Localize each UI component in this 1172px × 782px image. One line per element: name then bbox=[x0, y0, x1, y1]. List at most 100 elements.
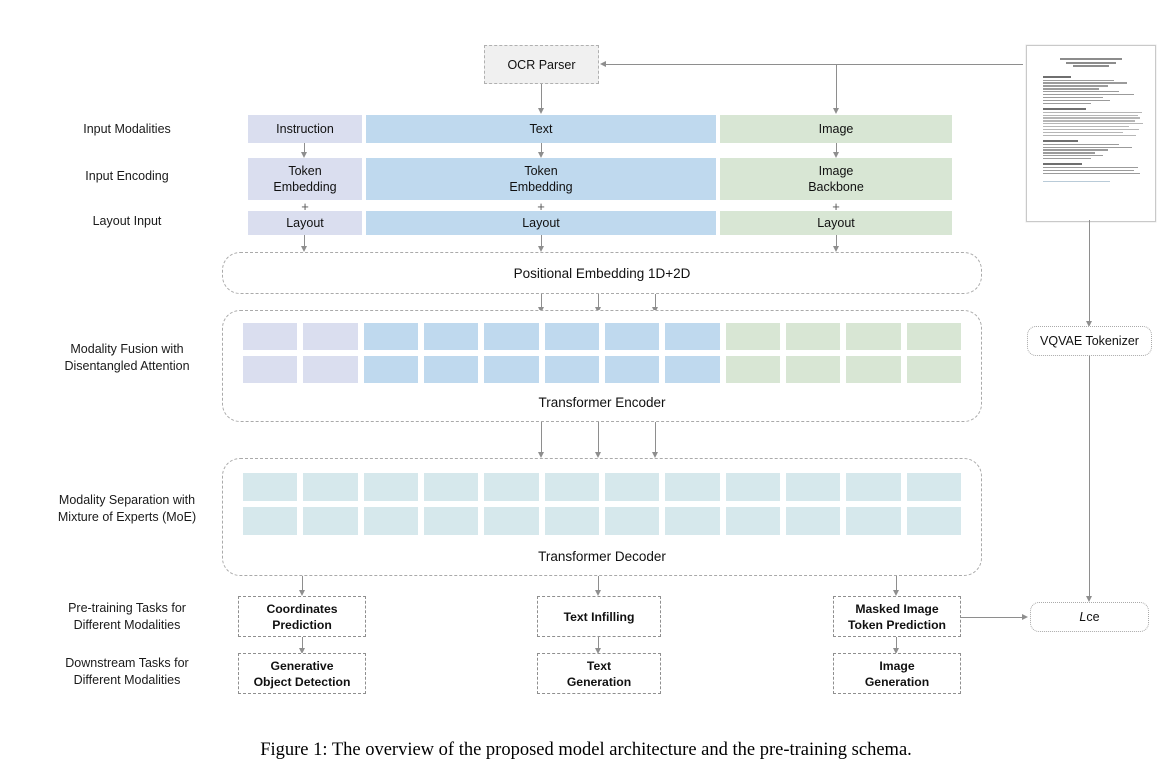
bar-layout-text[interactable]: Layout bbox=[366, 211, 716, 235]
arrowhead-masked-to-imagegen bbox=[892, 648, 899, 654]
arrow-ocr-to-text bbox=[541, 84, 543, 109]
transformer-decoder-label: Transformer Decoder bbox=[538, 548, 666, 564]
arrowhead-encoder-to-decoder-3 bbox=[651, 452, 658, 458]
positional-embedding-box[interactable]: Positional Embedding 1D+2D bbox=[222, 252, 982, 294]
token-cell bbox=[846, 356, 901, 383]
arrow-encoder-to-decoder-3 bbox=[655, 422, 657, 454]
arrow-vqvae-to-loss bbox=[1089, 356, 1091, 598]
token-cell bbox=[906, 356, 961, 383]
bar-modality-image[interactable]: Image bbox=[720, 115, 952, 143]
token-cell bbox=[605, 356, 660, 383]
token-cell bbox=[906, 323, 961, 350]
token-cell bbox=[665, 323, 720, 350]
token-cell bbox=[243, 356, 298, 383]
token-cell bbox=[243, 323, 298, 350]
arrowhead-encoder-to-decoder-1 bbox=[537, 452, 544, 458]
arrow-image-to-encoding bbox=[836, 143, 838, 154]
arrow-coordinates-to-objdet bbox=[302, 637, 304, 650]
token-cell bbox=[725, 507, 780, 535]
token-cell bbox=[846, 323, 901, 350]
transformer-encoder-box[interactable]: Transformer Encoder bbox=[222, 310, 982, 422]
token-cell bbox=[243, 473, 298, 501]
encoder-token-grid bbox=[223, 311, 981, 383]
arrowhead-document-to-image bbox=[832, 108, 839, 114]
decoder-token-grid bbox=[223, 463, 981, 537]
token-cell bbox=[303, 507, 358, 535]
arrow-encoder-to-decoder-1 bbox=[541, 422, 543, 454]
token-cell bbox=[786, 507, 841, 535]
token-cell bbox=[906, 507, 961, 535]
row-label-layout-input: Layout Input bbox=[92, 214, 162, 228]
arrowhead-document-to-vqvae bbox=[1085, 321, 1092, 327]
arrow-instruction-to-encoding bbox=[304, 143, 306, 154]
token-cell bbox=[484, 356, 539, 383]
row-label-pretraining-tasks: Pre-training Tasks for Different Modalit… bbox=[68, 601, 186, 632]
token-cell bbox=[363, 323, 418, 350]
arrowhead-decoder-to-coordinates bbox=[298, 590, 305, 596]
vqvae-tokenizer-box[interactable]: VQVAE Tokenizer bbox=[1027, 326, 1152, 356]
bar-encoding-token-embedding-instruction[interactable]: Token Embedding bbox=[248, 158, 362, 200]
token-cell bbox=[484, 473, 539, 501]
transformer-decoder-box[interactable]: Transformer Decoder bbox=[222, 458, 982, 576]
token-cell bbox=[424, 473, 479, 501]
arrow-pe-to-encoder-1 bbox=[541, 294, 543, 309]
task-text-infilling[interactable]: Text Infilling bbox=[537, 596, 661, 637]
token-cell bbox=[484, 323, 539, 350]
bar-encoding-token-embedding-text[interactable]: Token Embedding bbox=[366, 158, 716, 200]
arrow-masked-to-imagegen bbox=[896, 637, 898, 650]
scanned-document-thumbnail[interactable] bbox=[1026, 45, 1156, 222]
arrowhead-instruction-to-encoding bbox=[300, 152, 307, 158]
task-masked-image-token-prediction[interactable]: Masked Image Token Prediction bbox=[833, 596, 961, 637]
token-cell bbox=[665, 356, 720, 383]
arrow-masked-image-to-loss bbox=[961, 617, 1024, 619]
token-cell bbox=[424, 356, 479, 383]
row-label-downstream-tasks: Downstream Tasks for Different Modalitie… bbox=[65, 656, 189, 687]
arrowhead-image-to-encoding bbox=[832, 152, 839, 158]
arrowhead-layout-text-to-pe bbox=[537, 246, 544, 252]
token-cell bbox=[544, 507, 599, 535]
arrow-encoder-to-decoder-2 bbox=[598, 422, 600, 454]
row-label-input-encoding: Input Encoding bbox=[85, 169, 169, 183]
transformer-encoder-label: Transformer Encoder bbox=[538, 394, 666, 410]
bar-layout-image[interactable]: Layout bbox=[720, 211, 952, 235]
token-cell bbox=[786, 473, 841, 501]
ocr-parser-box[interactable]: OCR Parser bbox=[484, 45, 599, 84]
task-coordinates-prediction[interactable]: Coordinates Prediction bbox=[238, 596, 366, 637]
bar-layout-instruction[interactable]: Layout bbox=[248, 211, 362, 235]
arrowhead-layout-instruction-to-pe bbox=[300, 246, 307, 252]
arrow-infilling-to-textgen bbox=[598, 637, 600, 650]
token-cell bbox=[605, 473, 660, 501]
loss-subscript: ce bbox=[1086, 610, 1100, 624]
arrow-document-to-vqvae bbox=[1089, 220, 1091, 322]
token-cell bbox=[303, 473, 358, 501]
row-label-modality-separation: Modality Separation with Mixture of Expe… bbox=[57, 493, 197, 524]
arrowhead-vqvae-to-loss bbox=[1085, 596, 1092, 602]
token-cell bbox=[725, 473, 780, 501]
token-cell bbox=[725, 356, 780, 383]
arrow-decoder-to-coordinates bbox=[302, 576, 304, 592]
arrow-text-to-encoding bbox=[541, 143, 543, 154]
arrow-pe-to-encoder-2 bbox=[598, 294, 600, 309]
task-text-generation[interactable]: Text Generation bbox=[537, 653, 661, 694]
token-cell bbox=[846, 473, 901, 501]
plus-sign-text: + bbox=[537, 199, 545, 214]
token-cell bbox=[243, 507, 298, 535]
token-cell bbox=[665, 473, 720, 501]
arrow-layout-image-to-pe bbox=[836, 235, 838, 248]
row-label-input-modalities: Input Modalities bbox=[83, 122, 171, 136]
arrowhead-encoder-to-decoder-2 bbox=[594, 452, 601, 458]
arrow-document-to-image bbox=[836, 64, 838, 109]
token-cell bbox=[605, 507, 660, 535]
figure-caption: Figure 1: The overview of the proposed m… bbox=[260, 740, 912, 760]
token-cell bbox=[725, 323, 780, 350]
token-cell bbox=[363, 507, 418, 535]
task-image-generation[interactable]: Image Generation bbox=[833, 653, 961, 694]
task-generative-object-detection[interactable]: Generative Object Detection bbox=[238, 653, 366, 694]
arrowhead-masked-image-to-loss bbox=[1022, 613, 1028, 620]
bar-modality-text[interactable]: Text bbox=[366, 115, 716, 143]
bar-encoding-image-backbone[interactable]: Image Backbone bbox=[720, 158, 952, 200]
token-cell bbox=[303, 323, 358, 350]
bar-modality-instruction[interactable]: Instruction bbox=[248, 115, 362, 143]
